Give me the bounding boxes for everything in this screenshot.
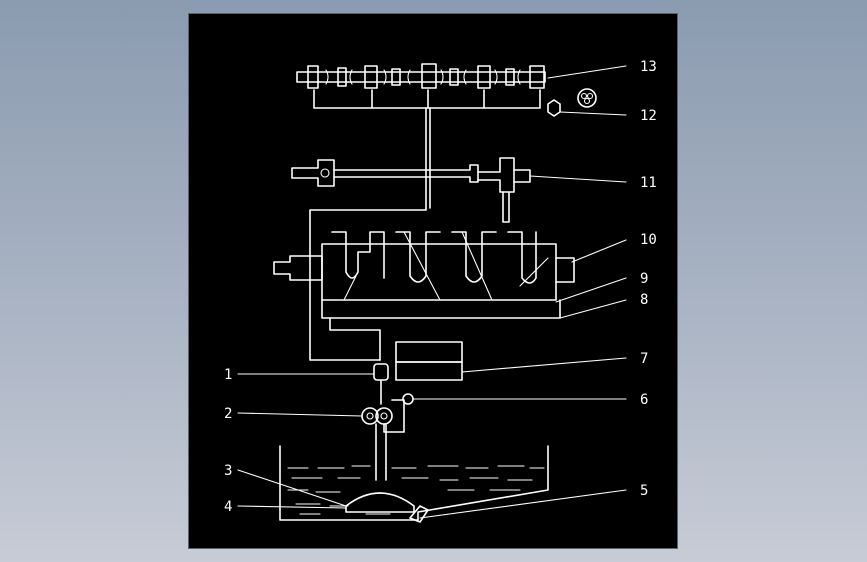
crankshaft-assembly bbox=[273, 231, 575, 361]
drawing-frame bbox=[188, 13, 678, 549]
callout-labels: 13 12 11 10 9 8 7 6 5 1 2 3 4 bbox=[224, 59, 657, 515]
label-4: 4 bbox=[224, 499, 232, 515]
leader-lines bbox=[237, 65, 627, 519]
label-2: 2 bbox=[224, 406, 232, 422]
label-6: 6 bbox=[640, 392, 648, 408]
label-12: 12 bbox=[640, 108, 657, 124]
pressure-regulator-1 bbox=[373, 363, 389, 405]
label-9: 9 bbox=[640, 271, 648, 287]
oil-filter-7 bbox=[395, 341, 463, 381]
oil-pump-2 bbox=[361, 393, 414, 433]
pickup-tube bbox=[375, 423, 387, 481]
oil-gallery-upper bbox=[309, 107, 431, 361]
oil-fitting-12 bbox=[547, 88, 597, 117]
oil-pan bbox=[279, 445, 549, 523]
label-5: 5 bbox=[640, 483, 648, 499]
label-8: 8 bbox=[640, 292, 648, 308]
label-13: 13 bbox=[640, 59, 657, 75]
label-1: 1 bbox=[224, 367, 232, 383]
intermediate-shaft bbox=[291, 157, 531, 223]
label-11: 11 bbox=[640, 175, 657, 191]
label-3: 3 bbox=[224, 463, 232, 479]
label-10: 10 bbox=[640, 232, 657, 248]
camshaft bbox=[296, 63, 546, 109]
label-7: 7 bbox=[640, 351, 648, 367]
